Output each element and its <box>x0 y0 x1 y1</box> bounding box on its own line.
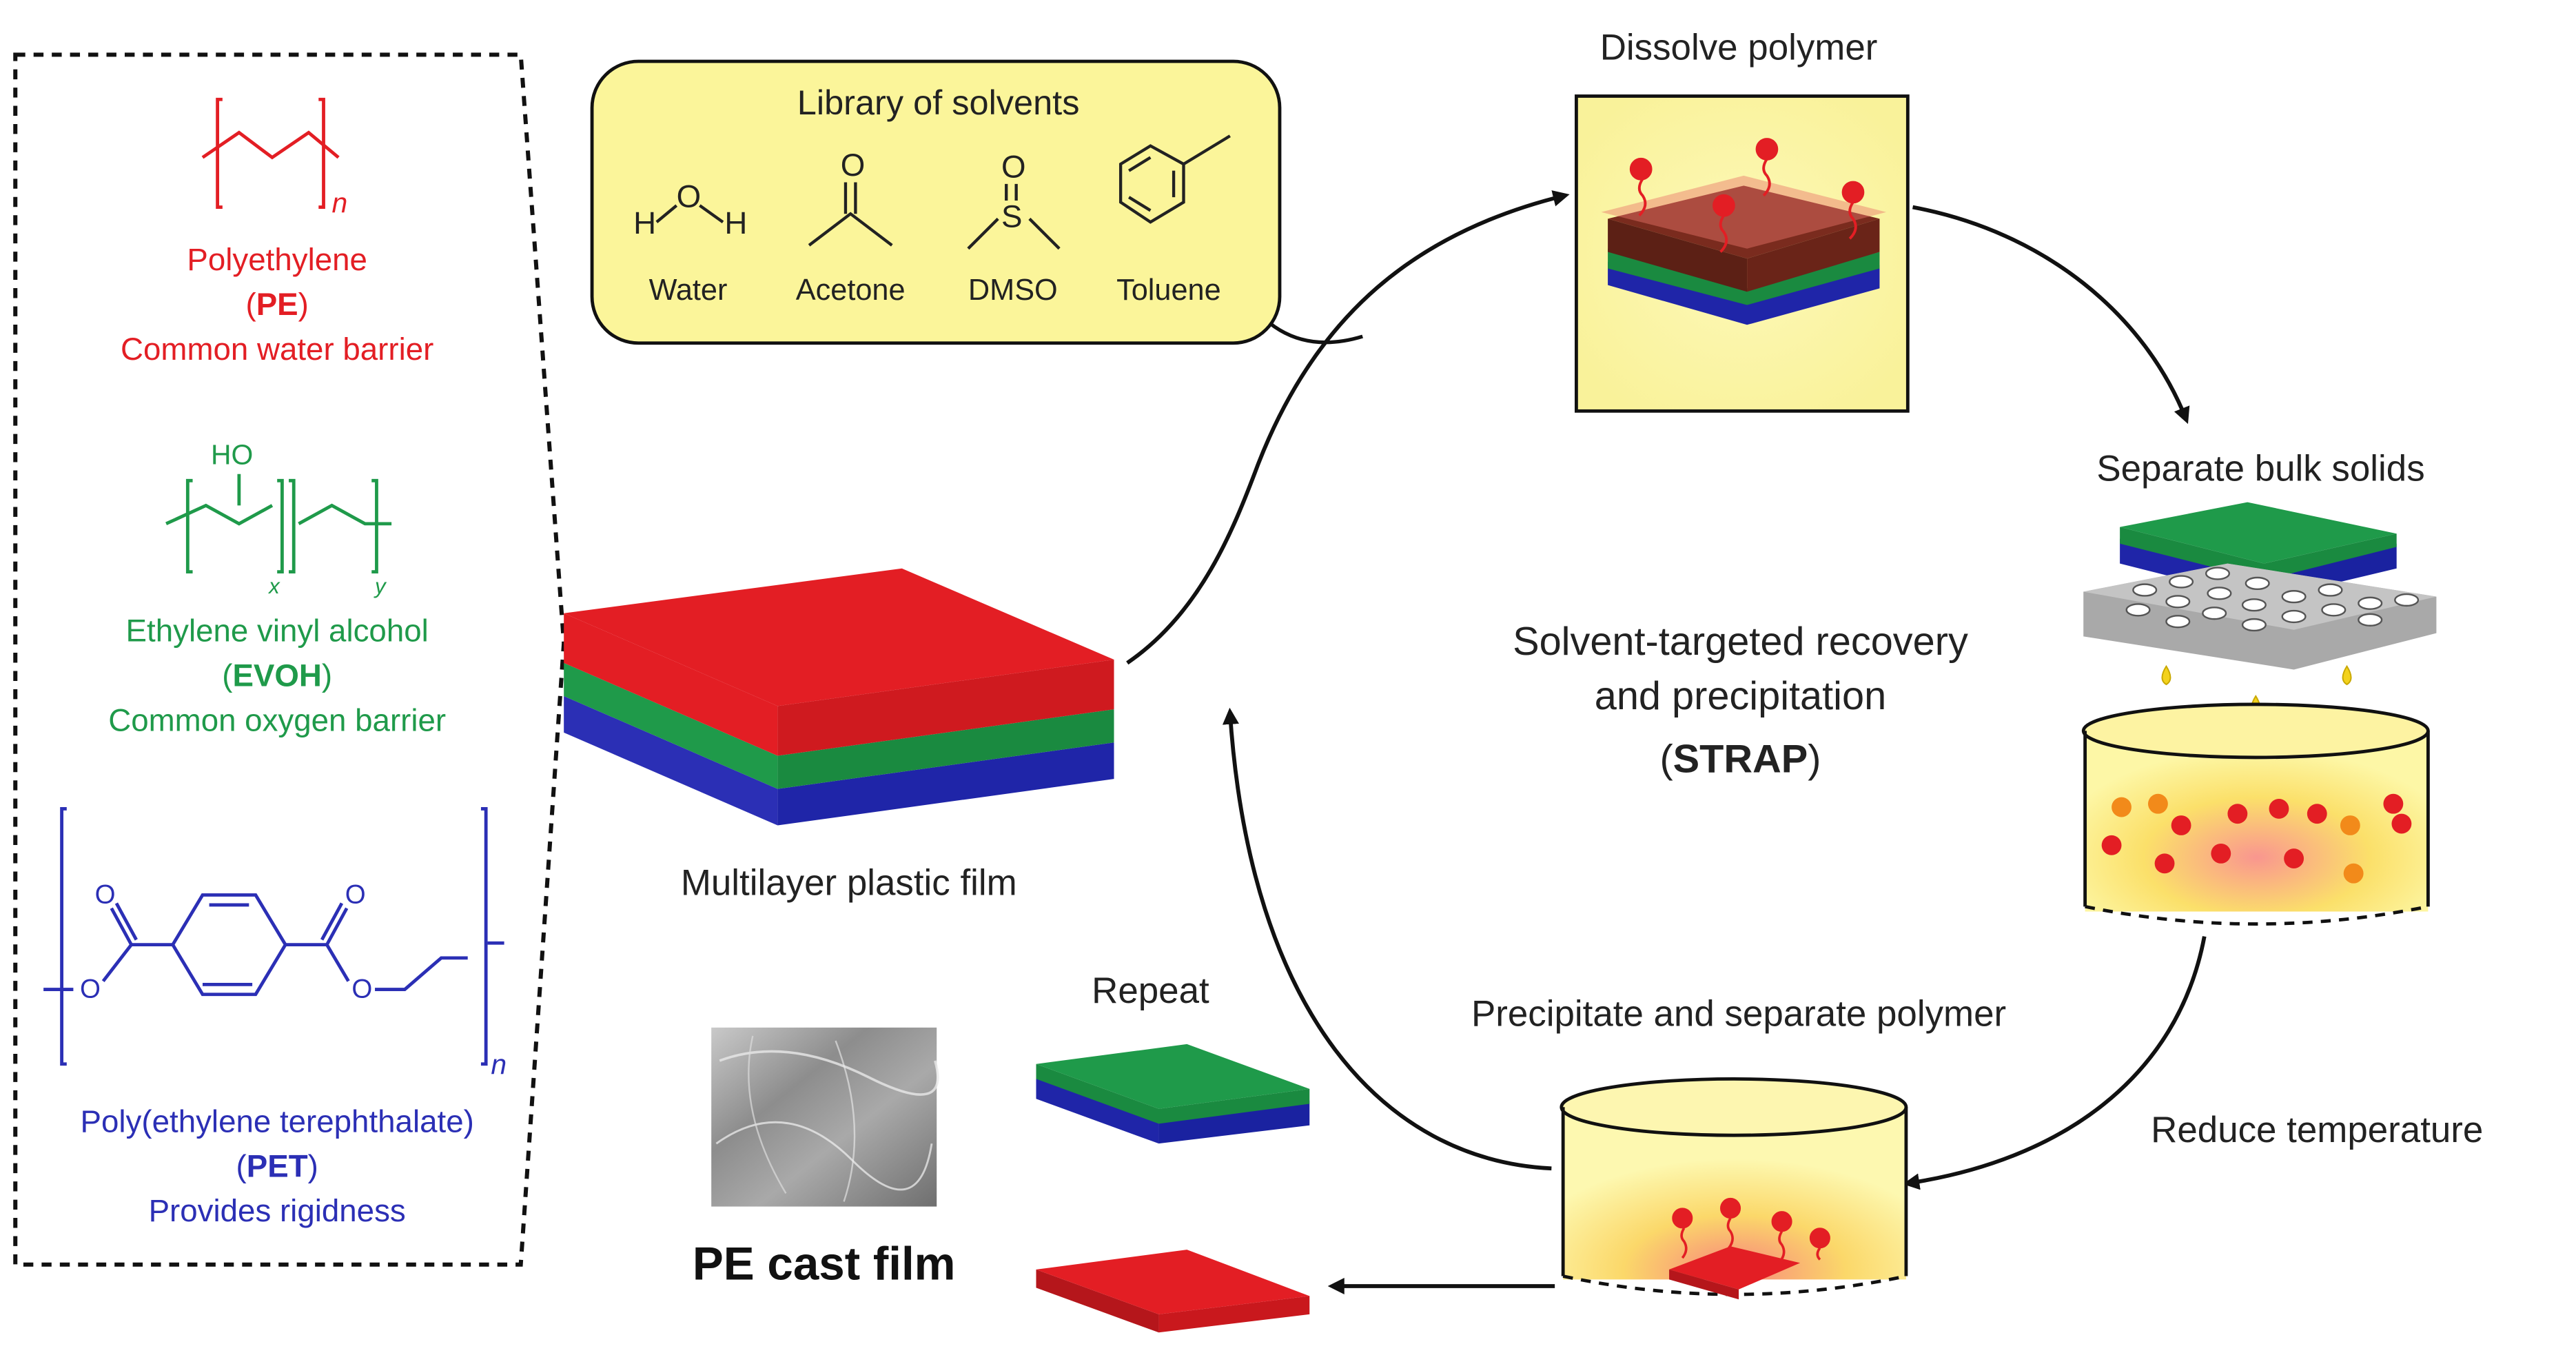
library-connector <box>1268 321 1363 345</box>
water-h-right: H <box>724 205 747 241</box>
pet-abbr: PET <box>247 1148 308 1183</box>
strap-abbr: STRAP <box>1673 737 1808 782</box>
pet-subscript: n <box>491 1048 507 1080</box>
arrow-precipitate-to-film <box>1222 707 1552 1171</box>
multilayer-film <box>564 568 1114 826</box>
water-o: O <box>677 179 702 214</box>
dmso-s: S <box>1001 199 1022 234</box>
pet-o-label: O <box>80 975 101 1004</box>
evoh-abbr-line: (EVOH) <box>222 658 332 693</box>
evoh-name: Ethylene vinyl alcohol <box>126 613 429 649</box>
solvent-library-title: Library of solvents <box>797 83 1080 122</box>
arrow-dissolve-to-separate <box>1912 205 2190 425</box>
toluene-label: Toluene <box>1116 274 1221 307</box>
evoh-structure <box>165 474 392 573</box>
pe-cast-film-photo <box>711 1027 939 1207</box>
arrow-separate-to-precipitate <box>1903 936 2207 1190</box>
cycle-arrows <box>1126 190 2207 1295</box>
pe-cast-label: PE cast film <box>693 1238 956 1290</box>
dmso-bonds <box>967 183 1061 250</box>
pe-structure <box>201 97 340 209</box>
precipitate-label: Precipitate and separate polymer <box>1471 993 2006 1034</box>
pet-o-label: O <box>345 880 366 910</box>
dmso-o: O <box>1001 149 1026 184</box>
water-label: Water <box>649 274 728 307</box>
pe-role: Common water barrier <box>121 332 433 367</box>
precipitate-beaker <box>1560 1077 1908 1300</box>
multilayer-label: Multilayer plastic film <box>681 862 1017 903</box>
dmso-label: DMSO <box>968 274 1058 307</box>
panel-dashed-border <box>13 52 566 1267</box>
pet-name: Poly(ethylene terephthalate) <box>81 1103 474 1139</box>
repeat-label: Repeat <box>1092 970 1209 1011</box>
pe-subscript: n <box>332 187 348 218</box>
strap-line1: Solvent-targeted recovery <box>1513 620 1968 664</box>
pet-o-label: O <box>351 975 372 1004</box>
polymer-panel: n Polyethylene (PE) Common water barrier… <box>13 52 566 1267</box>
pet-abbr-line: (PET) <box>236 1148 318 1183</box>
water-bonds <box>655 204 724 223</box>
pet-o-label: O <box>95 880 116 910</box>
solvent-library-box <box>590 59 1282 345</box>
water-h-left: H <box>633 205 656 241</box>
toluene-ring <box>1118 134 1231 224</box>
strap-line2: and precipitation <box>1595 674 1886 718</box>
pet-structure <box>43 807 504 1066</box>
arrow-film-to-dissolve <box>1126 190 1570 665</box>
pet-role: Provides rigidness <box>149 1193 406 1228</box>
evoh-role: Common oxygen barrier <box>108 702 446 737</box>
repeat-film <box>1036 1044 1310 1144</box>
reduce-temperature-label: Reduce temperature <box>2151 1110 2483 1150</box>
acetone-o: O <box>841 147 866 183</box>
acetone-bonds <box>808 182 893 247</box>
separate-label: Separate bulk solids <box>2096 448 2424 489</box>
pe-abbr-line: (PE) <box>245 287 308 322</box>
acetone-label: Acetone <box>796 274 906 307</box>
evoh-abbr: EVOH <box>232 658 321 693</box>
pe-name: Polyethylene <box>187 242 367 277</box>
strap-line3: (STRAP) <box>1659 737 1821 782</box>
pe-abbr: PE <box>256 287 298 322</box>
pe-film <box>1036 1250 1310 1333</box>
evoh-sub-y: y <box>374 574 387 598</box>
dissolve-label: Dissolve polymer <box>1600 28 1878 68</box>
separate-solids-illustration <box>2081 502 2437 926</box>
evoh-sub-x: x <box>267 574 280 598</box>
solvent-library: Library of solvents H O H Water O Aceton… <box>590 59 1282 345</box>
dissolve-panel <box>1574 94 1910 413</box>
evoh-ho-label: HO <box>211 438 253 470</box>
